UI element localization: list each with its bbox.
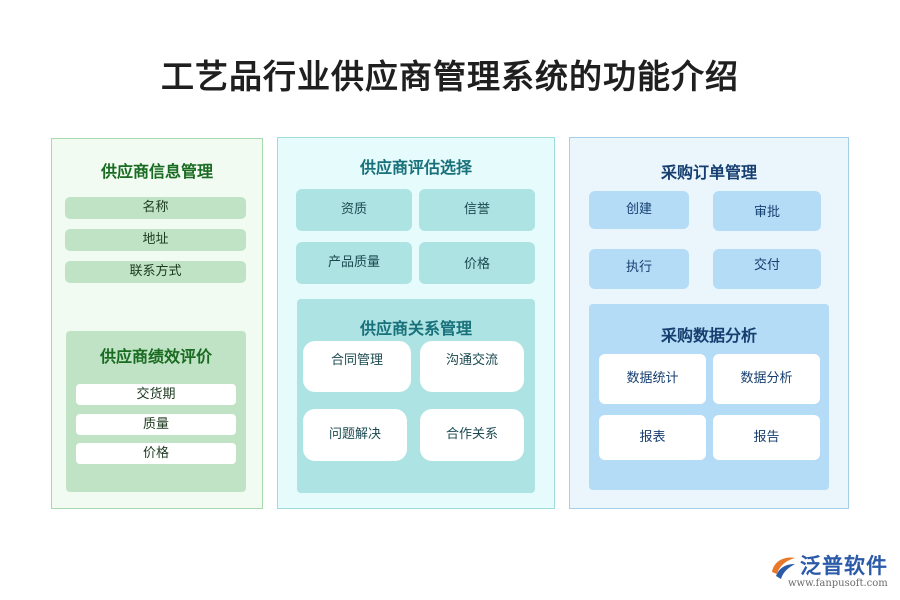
grid-item: 审批 [713,191,821,231]
list-item: 价格 [76,443,236,464]
grid-item: 信誉 [419,189,535,231]
grid-item: 问题解决 [303,409,407,461]
list-item: 名称 [65,197,246,219]
purchase-data-analysis-box: 采购数据分析 数据统计 数据分析 报表 报告 [589,304,829,490]
sub-title: 采购数据分析 [660,326,757,345]
list-item: 联系方式 [65,261,246,283]
panel-title: 供应商信息管理 [100,162,213,181]
grid-item: 沟通交流 [420,341,524,392]
grid-item: 合作关系 [420,409,524,461]
grid-item: 合同管理 [303,341,411,392]
purchase-order-panel: 采购订单管理 创建 审批 执行 交付 采购数据分析 数据统计 数据分析 报表 报… [569,137,849,509]
list-item: 质量 [76,414,236,435]
list-item: 地址 [65,229,246,251]
page-title: 工艺品行业供应商管理系统的功能介绍 [161,57,739,96]
grid-item: 创建 [589,191,689,229]
grid-item: 资质 [296,189,412,231]
supplier-relationship-box: 供应商关系管理 合同管理 沟通交流 问题解决 合作关系 [297,299,535,493]
panel-title: 供应商评估选择 [359,158,472,177]
brand-logo-icon [772,557,795,579]
panel-title: 采购订单管理 [660,163,757,182]
supplier-performance-box: 供应商绩效评价 交货期 质量 价格 [66,331,246,492]
grid-item: 数据统计 [599,354,706,404]
list-item: 交货期 [76,384,236,405]
sub-title: 供应商绩效评价 [99,347,212,366]
grid-item: 数据分析 [713,354,820,404]
supplier-evaluation-panel: 供应商评估选择 资质 信誉 产品质量 价格 供应商关系管理 合同管理 沟通交流 … [277,137,555,509]
grid-item: 报告 [713,415,820,460]
grid-item: 执行 [589,249,689,289]
brand-url: www.fanpusoft.com [788,578,888,589]
grid-item: 报表 [599,415,706,460]
grid-item: 产品质量 [296,242,412,284]
brand-logo: 泛普软件 www.fanpusoft.com [768,548,892,592]
grid-item: 交付 [713,249,821,289]
brand-name: 泛普软件 [800,554,888,578]
supplier-info-panel: 供应商信息管理 名称 地址 联系方式 供应商绩效评价 交货期 质量 价格 [51,138,263,509]
sub-title: 供应商关系管理 [359,319,472,338]
grid-item: 价格 [419,242,535,284]
